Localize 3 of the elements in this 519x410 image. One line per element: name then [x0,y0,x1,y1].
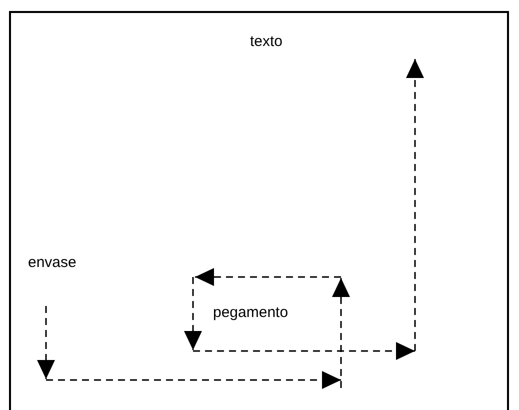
label-text: envase [28,254,76,271]
label-text: texto [250,33,283,50]
label-text: pegamento [213,304,288,321]
